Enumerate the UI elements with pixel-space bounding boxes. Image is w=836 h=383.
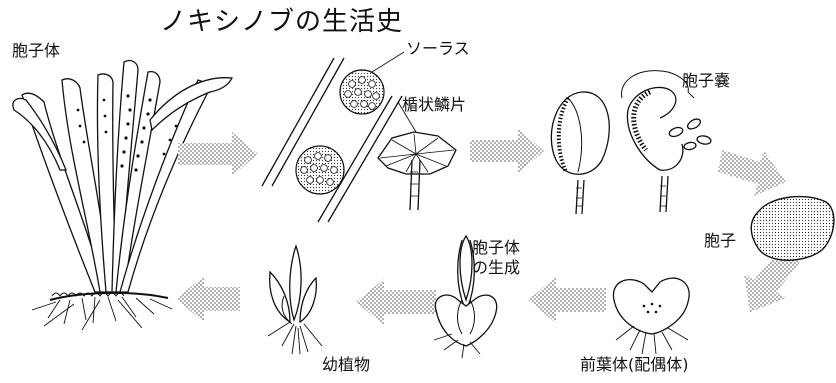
label-peltate-scale: 楯状鱗片: [402, 96, 466, 114]
arrow-sporangium-to-spore: [718, 150, 786, 196]
sporangium-leader: [688, 92, 694, 98]
sporangium-illustration: [551, 71, 711, 214]
label-young-sporophyte-line2: の生成: [472, 258, 520, 278]
label-juvenile-plant: 幼植物: [322, 356, 370, 374]
label-sporophyte: 胞子体: [12, 42, 60, 60]
arrow-juvenile-to-sporophyte: [176, 276, 240, 322]
label-young-sporophyte-line1: 胞子体: [472, 238, 520, 258]
spore-illustration: [751, 197, 834, 261]
label-spore: 胞子: [704, 232, 736, 250]
label-sporangium: 胞子嚢: [682, 72, 730, 90]
arrow-spore-to-prothallus: [744, 252, 800, 312]
label-sorus: ソーラス: [406, 40, 470, 58]
arrow-sporophyte-to-sorus: [178, 132, 258, 176]
sorus-detail-illustration: [262, 52, 456, 222]
juvenile-plant-illustration: [268, 246, 322, 354]
arrow-young-sporophyte-to-juvenile: [356, 279, 436, 325]
arrow-prothallus-to-young-sporophyte: [528, 277, 606, 323]
label-young-sporophyte: 胞子体 の生成: [472, 238, 520, 278]
label-prothallus: 前葉体(配偶体): [580, 356, 689, 374]
diagram-title: ノキシノブの生活史: [160, 8, 403, 38]
arrow-sorus-to-sporangium: [470, 129, 544, 173]
prothallus-illustration: [613, 278, 689, 354]
